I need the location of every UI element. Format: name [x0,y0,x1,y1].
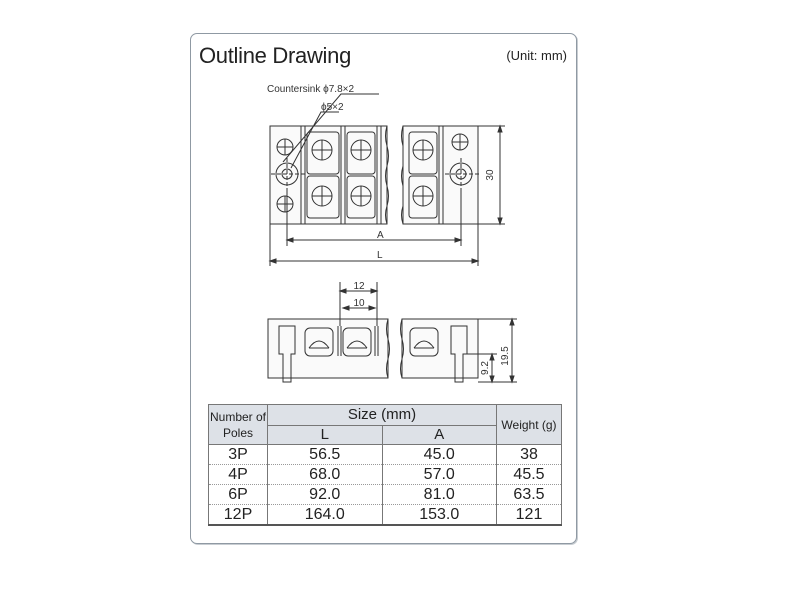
header-weight: Weight (g) [496,404,562,445]
spec-table: Number of Poles Size (mm) Weight (g) L A… [208,404,562,526]
outline-drawing-panel: Outline Drawing (Unit: mm) [190,33,577,544]
table-row: 4P 68.0 57.0 45.5 [208,464,562,485]
dim-total-height-label: 19.5 [500,346,511,366]
cell-a: 57.0 [381,464,497,485]
screw-icon [451,133,469,151]
cell-a: 81.0 [381,484,497,505]
dim-height-label: 30 [485,169,496,181]
cell-poles: 3P [208,444,268,465]
outline-drawing: Countersink ϕ7.8×2 ϕ5×2 A L 30 [267,84,517,384]
cell-weight: 38 [496,444,562,465]
dim-l-label: L [377,250,383,261]
screw-icon [412,185,434,207]
cell-poles: 12P [208,504,268,526]
cell-l: 164.0 [267,504,383,526]
unit-label: (Unit: mm) [506,48,567,63]
header-l: L [267,425,383,445]
cell-a: 45.0 [381,444,497,465]
dim-a-label: A [377,230,384,241]
screw-icon [311,139,333,161]
cell-weight: 121 [496,504,562,526]
countersink-label: Countersink ϕ7.8×2 [267,84,354,95]
cell-poles: 4P [208,464,268,485]
cell-weight: 45.5 [496,464,562,485]
table-row: 3P 56.5 45.0 38 [208,444,562,465]
header-a: A [381,425,497,445]
side-view [267,282,517,384]
cell-l: 56.5 [267,444,383,465]
cell-weight: 63.5 [496,484,562,505]
top-view [268,93,505,266]
panel-title: Outline Drawing [199,43,352,68]
cell-l: 68.0 [267,464,383,485]
dim-base-height-label: 9.2 [480,361,491,375]
screw-icon [276,138,294,156]
screw-icon [350,185,372,207]
table-row: 6P 92.0 81.0 63.5 [208,484,562,505]
table-row: 12P 164.0 153.0 121 [208,504,562,526]
cell-a: 153.0 [381,504,497,526]
screw-icon [311,185,333,207]
cell-l: 92.0 [267,484,383,505]
dim-pitch-label: 12 [353,281,365,292]
header-size: Size (mm) [267,404,497,426]
cell-poles: 6P [208,484,268,505]
dim-gap-label: 10 [353,298,365,309]
header-poles: Number of Poles [208,404,268,445]
screw-icon [350,139,372,161]
hole-label: ϕ5×2 [321,102,344,113]
screw-icon [276,195,294,213]
screw-icon [412,139,434,161]
